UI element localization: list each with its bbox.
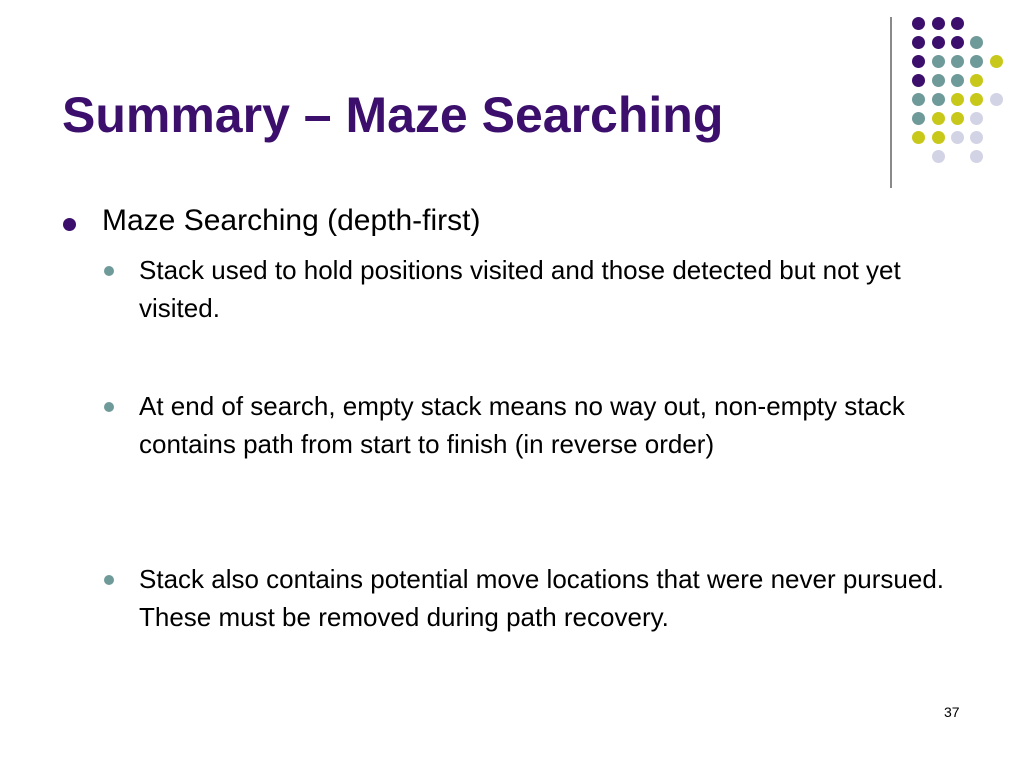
- slide-title: Summary – Maze Searching: [62, 87, 724, 143]
- decorative-dot: [932, 74, 945, 87]
- decorative-dot: [912, 55, 925, 68]
- decorative-dot: [970, 74, 983, 87]
- decorative-dot: [951, 74, 964, 87]
- sub-bullet-icon: [104, 575, 114, 585]
- decorative-dot: [951, 112, 964, 125]
- decorative-dot: [932, 36, 945, 49]
- decorative-dot: [932, 150, 945, 163]
- sub-bullet-text-1: Stack used to hold positions visited and…: [139, 255, 901, 323]
- decorative-dot: [932, 131, 945, 144]
- decorative-dot: [932, 112, 945, 125]
- sub-bullet-text-2: At end of search, empty stack means no w…: [139, 391, 905, 459]
- sub-bullet-icon: [104, 266, 114, 276]
- decorative-dot: [990, 93, 1003, 106]
- decorative-dot: [912, 17, 925, 30]
- decorative-dot: [951, 55, 964, 68]
- vertical-divider: [890, 17, 892, 188]
- decorative-dot: [932, 93, 945, 106]
- bullet-icon: [63, 218, 76, 231]
- decorative-dot: [951, 131, 964, 144]
- decorative-dot: [951, 93, 964, 106]
- decorative-dot: [912, 112, 925, 125]
- sub-bullet-icon: [104, 402, 114, 412]
- decorative-dot: [951, 36, 964, 49]
- level1-bullet-text: Maze Searching (depth-first): [102, 204, 481, 237]
- decorative-dot: [912, 93, 925, 106]
- decorative-dot: [932, 55, 945, 68]
- page-number: 37: [944, 704, 960, 720]
- decorative-dot: [912, 131, 925, 144]
- decorative-dot: [970, 150, 983, 163]
- decorative-dot: [912, 36, 925, 49]
- sub-bullet-text-3: Stack also contains potential move locat…: [139, 564, 945, 632]
- decorative-dot: [932, 17, 945, 30]
- decorative-dot: [990, 55, 1003, 68]
- decorative-dot: [970, 36, 983, 49]
- decorative-dot: [951, 17, 964, 30]
- decorative-dot: [912, 74, 925, 87]
- decorative-dot-grid: [0, 0, 1024, 200]
- decorative-dot: [970, 93, 983, 106]
- decorative-dot: [970, 55, 983, 68]
- decorative-dot: [970, 131, 983, 144]
- decorative-dot: [970, 112, 983, 125]
